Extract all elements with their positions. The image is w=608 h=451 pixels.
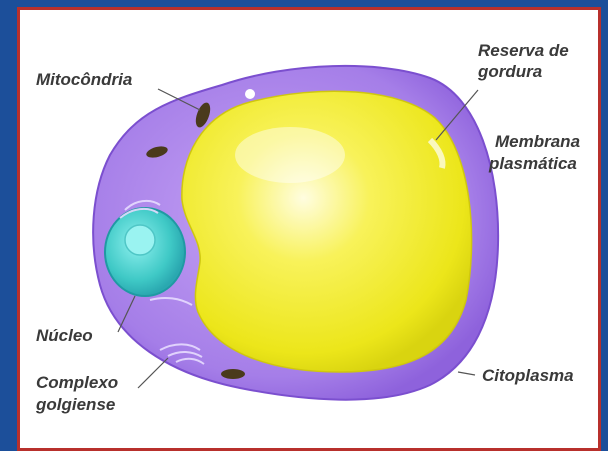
label-citoplasma: Citoplasma — [482, 366, 574, 386]
label-nucleo: Núcleo — [36, 326, 93, 346]
leader-citoplasma — [458, 372, 475, 375]
fat-reserve — [182, 91, 472, 372]
mitochondrion — [221, 369, 245, 379]
fat-highlight — [235, 127, 345, 183]
label-reserva-line1: Reserva de — [478, 41, 569, 61]
label-complexo-line1: Complexo — [36, 373, 118, 393]
label-membrana-line2: plasmática — [489, 154, 577, 174]
label-mitocondria: Mitocôndria — [36, 70, 132, 90]
label-reserva-line2: gordura — [478, 62, 542, 82]
vesicle — [245, 89, 255, 99]
label-membrana-line1: Membrana — [495, 132, 580, 152]
nucleolus — [125, 225, 155, 255]
label-complexo-line2: golgiense — [36, 395, 115, 415]
leader-complexo — [138, 358, 168, 388]
